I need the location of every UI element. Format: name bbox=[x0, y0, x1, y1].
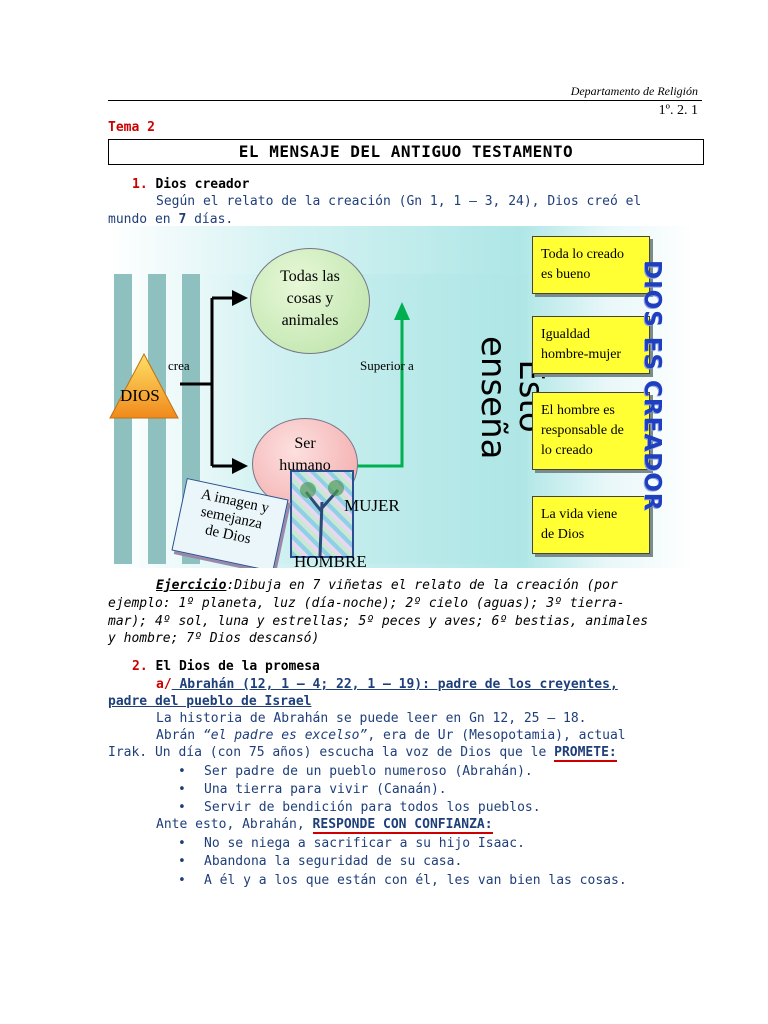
header-rule bbox=[108, 100, 702, 101]
department-label: Departamento de Religión bbox=[570, 84, 698, 98]
ejercicio-line1: Ejercicio:Dibuja en 7 viñetas el relato … bbox=[156, 578, 618, 593]
ejercicio-line2: ejemplo: 1º planeta, luz (día-noche); 2º… bbox=[108, 596, 625, 611]
promise-bullet-1: •Ser padre de un pueblo numeroso (Abrahá… bbox=[178, 764, 533, 779]
box-responsable: El hombre es responsable de lo creado bbox=[532, 392, 650, 470]
para-historia: La historia de Abrahán se puede leer en … bbox=[156, 711, 587, 726]
circle-cosas-animales: Todas las cosas y animales bbox=[250, 248, 370, 354]
dios-triangle bbox=[109, 352, 179, 419]
response-bullet-1: •No se niega a sacrificar a su hijo Isaa… bbox=[178, 836, 525, 851]
section2-heading: 2. El Dios de la promesa bbox=[132, 658, 320, 676]
superior-label: Superior a bbox=[360, 358, 414, 373]
para-ante-esto: Ante esto, Abrahán, RESPONDE CON CONFIAN… bbox=[156, 817, 493, 834]
responde-label: RESPONDE CON CONFIANZA: bbox=[312, 817, 493, 834]
ejercicio-label: Ejercicio bbox=[156, 578, 227, 593]
promise-bullet-3: •Servir de bendición para todos los pueb… bbox=[178, 800, 541, 815]
box-bueno: Toda lo creado es bueno bbox=[532, 236, 650, 294]
section1-number: 1. bbox=[132, 177, 148, 192]
section2-number: 2. bbox=[132, 659, 148, 674]
mujer-label: MUJER bbox=[344, 496, 400, 515]
ejercicio-line4: y hombre; 7º Dios descansó) bbox=[108, 631, 320, 646]
creation-diagram: DIOS crea Todas las cosas y animales Ser… bbox=[108, 226, 694, 568]
box-igualdad: Igualdad hombre-mujer bbox=[532, 316, 650, 374]
section1-line2: mundo en 7 días. bbox=[108, 212, 234, 227]
section2-sub-line2: padre del pueblo de Israel bbox=[108, 694, 312, 709]
page-title: EL MENSAJE DEL ANTIGUO TESTAMENTO bbox=[108, 139, 704, 165]
dios-label: DIOS bbox=[120, 386, 160, 405]
dios-es-creador-vertical: DIOS ES CREADOR bbox=[639, 260, 665, 512]
response-bullet-2: •Abandona la seguridad de su casa. bbox=[178, 854, 463, 869]
promise-bullet-2: •Una tierra para vivir (Canaán). bbox=[178, 782, 447, 797]
response-bullet-3: •A él y a los que están con él, les van … bbox=[178, 873, 627, 888]
course-label: 1º. 2. 1 bbox=[658, 103, 698, 118]
sub-label: a/ bbox=[156, 677, 172, 692]
section1-title: Dios creador bbox=[155, 177, 250, 192]
promete-label: PROMETE: bbox=[554, 745, 617, 762]
box-vida: La vida viene de Dios bbox=[532, 496, 650, 554]
tree-icon bbox=[300, 480, 344, 557]
hombre-mujer-image bbox=[290, 470, 354, 558]
para-irak: Irak. Un día (con 75 años) escucha la vo… bbox=[108, 745, 617, 762]
hombre-label: HOMBRE bbox=[294, 552, 367, 568]
section1-line1: Según el relato de la creación (Gn 1, 1 … bbox=[156, 194, 642, 209]
para-abran: Abrán “el padre es excelso”, era de Ur (… bbox=[156, 728, 626, 743]
section2-sub-line1: a/ Abrahán (12, 1 – 4; 22, 1 – 19): padr… bbox=[156, 677, 618, 692]
section1-heading: 1. Dios creador bbox=[132, 176, 249, 194]
section2-title: El Dios de la promesa bbox=[155, 659, 320, 674]
ejercicio-line3: mar); 4º sol, luna y estrellas; 5º peces… bbox=[108, 614, 649, 629]
crea-label: crea bbox=[168, 358, 190, 373]
diagram-arrows bbox=[180, 290, 410, 474]
tema-label: Tema 2 bbox=[108, 120, 155, 135]
